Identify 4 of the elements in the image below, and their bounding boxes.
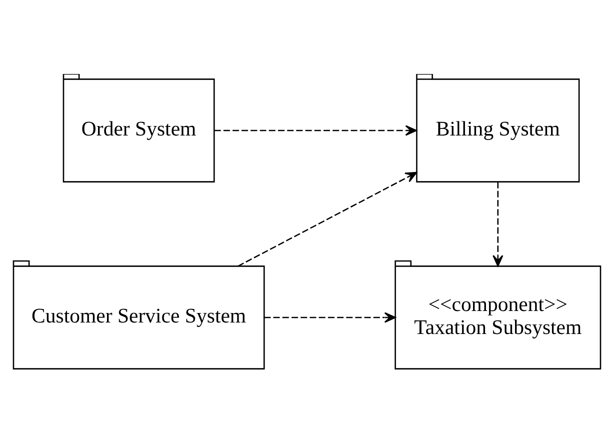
arrow	[492, 181, 504, 266]
arrow	[264, 312, 396, 322]
arrow	[238, 171, 418, 266]
arrow	[214, 124, 417, 136]
